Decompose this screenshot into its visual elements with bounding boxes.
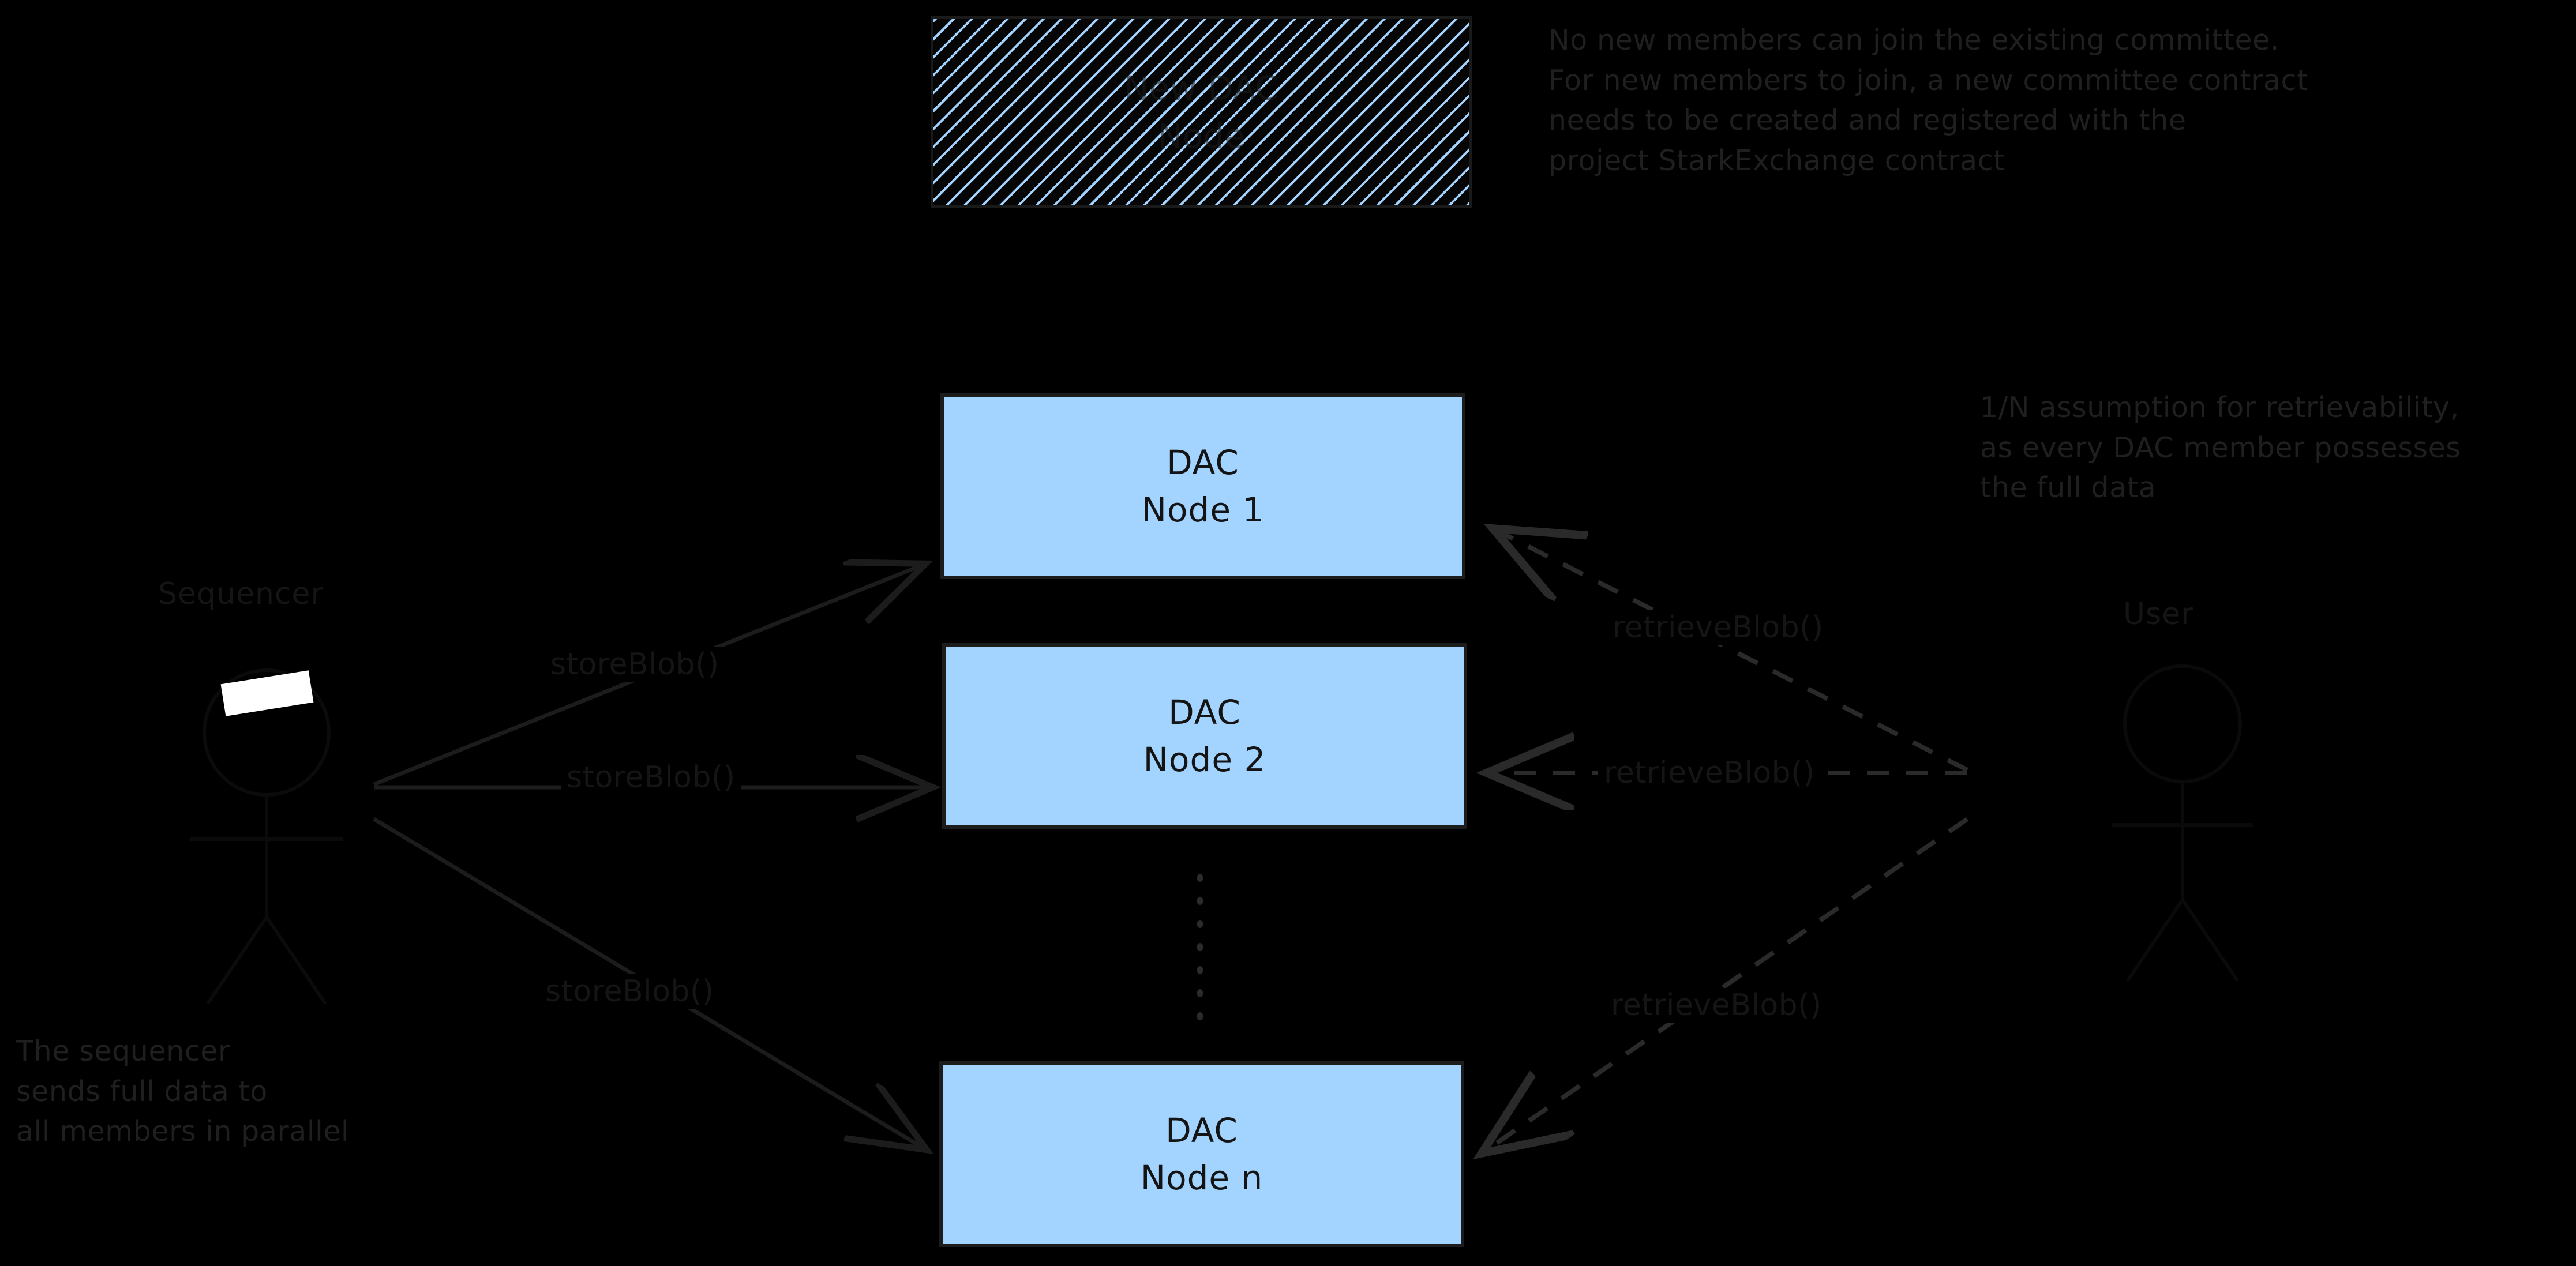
new-dac-node-line1: New DAC	[1124, 69, 1278, 108]
dac-node-1-box[interactable]: DAC Node 1	[940, 393, 1465, 579]
edge-retrieve-node1	[1497, 531, 1968, 772]
edge-label-store-node1: storeBlob()	[545, 647, 725, 682]
user-actor-icon	[2112, 664, 2253, 982]
dac-node-1-line2: Node 1	[1141, 490, 1265, 529]
edge-label-retrieve-node1: retrieveBlob()	[1607, 610, 1829, 645]
note-committee: No new members can join the existing com…	[1548, 24, 2308, 177]
note-retrievability: 1/N assumption for retrievability, as ev…	[1980, 391, 2461, 505]
dac-node-1-line1: DAC	[1167, 442, 1239, 482]
dac-node-2-line2: Node 2	[1143, 740, 1266, 779]
edge-label-store-noden: storeBlob()	[539, 974, 720, 1009]
dac-node-2-line1: DAC	[1168, 692, 1241, 732]
dac-node-2-box[interactable]: DAC Node 2	[942, 643, 1467, 829]
edge-label-retrieve-noden: retrieveBlob()	[1605, 988, 1828, 1023]
dac-node-n-line1: DAC	[1165, 1110, 1238, 1150]
note-sequencer: The sequencer sends full data to all mem…	[16, 1035, 350, 1148]
sequencer-label: Sequencer	[158, 577, 324, 611]
dac-node-n-box[interactable]: DAC Node n	[939, 1061, 1464, 1247]
sequencer-actor-icon	[190, 668, 343, 1005]
user-label: User	[2123, 597, 2194, 632]
edge-retrieve-noden	[1486, 817, 1969, 1151]
edge-label-store-node2: storeBlob()	[561, 760, 741, 795]
edge-label-retrieve-node2: retrieveBlob()	[1598, 756, 1821, 790]
dac-node-n-line2: Node n	[1140, 1158, 1263, 1197]
new-dac-node-line2: Node	[1157, 116, 1245, 156]
new-dac-node-box[interactable]: New DAC Node	[931, 16, 1472, 208]
